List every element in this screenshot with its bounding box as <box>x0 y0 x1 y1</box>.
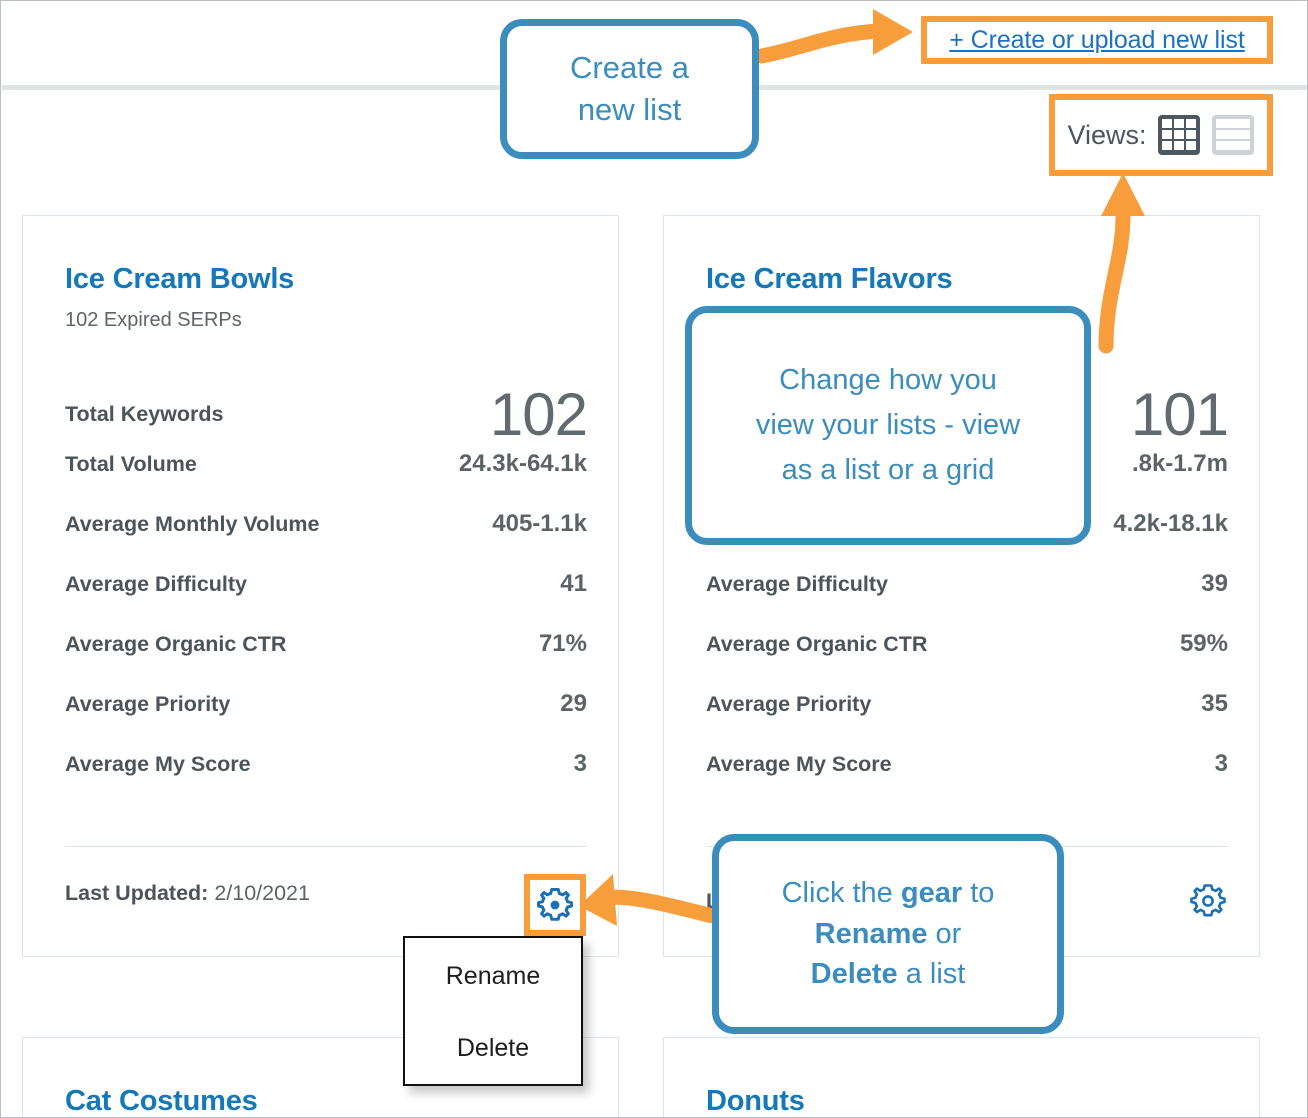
gear-context-menu[interactable]: Rename Delete <box>403 936 583 1086</box>
metric-row: Average My Score 3 <box>65 750 587 810</box>
metric-row: Average Priority 29 <box>65 690 587 750</box>
card-divider <box>65 846 587 847</box>
metric-value: 3 <box>573 750 587 777</box>
card-subtitle: 102 Expired SERPs <box>65 309 242 331</box>
gear-icon[interactable] <box>535 885 575 925</box>
metric-value: 35 <box>1201 690 1228 717</box>
metric-label: Average My Score <box>65 752 251 776</box>
metric-label: Average Difficulty <box>65 572 248 596</box>
list-card-ice-cream-bowls[interactable]: Ice Cream Bowls 102 Expired SERPs Total … <box>22 215 619 957</box>
metric-value: 3 <box>1214 750 1228 777</box>
metric-value: 71% <box>538 630 587 657</box>
metric-value: .8k-1.7m <box>1131 450 1228 477</box>
gear-icon[interactable] <box>1188 881 1228 921</box>
metric-row: Average Difficulty 41 <box>65 570 587 630</box>
card-metrics: Total Keywords 102 Total Volume 24.3k-64… <box>65 378 588 810</box>
metric-value: 29 <box>560 690 587 717</box>
list-view-icon[interactable] <box>1211 114 1255 156</box>
last-updated-label: Last Updated: <box>65 881 209 905</box>
card-title[interactable]: Cat Costumes <box>65 1085 258 1117</box>
grid-view-icon[interactable] <box>1157 114 1201 156</box>
metric-label: Average Organic CTR <box>65 632 287 656</box>
metric-value: 102 <box>489 380 588 448</box>
metric-value: 59% <box>1179 630 1228 657</box>
metric-row: Average Difficulty 39 <box>706 570 1228 630</box>
metric-value: 405-1.1k <box>492 510 587 537</box>
metric-value: 4.2k-18.1k <box>1113 510 1228 537</box>
metric-label: Average Priority <box>65 692 231 716</box>
metric-row: Total Keywords 102 <box>65 378 588 450</box>
create-new-list-highlight: + Create or upload new list <box>921 16 1273 64</box>
metric-label: Average Difficulty <box>706 572 889 596</box>
metric-row: Average My Score 3 <box>706 750 1228 810</box>
metric-value: 101 <box>1130 380 1229 448</box>
metric-value: 41 <box>560 570 587 597</box>
metric-row: Average Priority 35 <box>706 690 1228 750</box>
metric-label: Average My Score <box>706 752 892 776</box>
metric-row: Average Organic CTR 59% <box>706 630 1228 690</box>
menu-item-rename[interactable]: Rename <box>445 962 541 990</box>
views-toggle-highlight: Views: <box>1049 94 1273 176</box>
metric-label: Average Monthly Volume <box>65 512 320 536</box>
metric-label: Average Organic CTR <box>706 632 928 656</box>
views-label: Views: <box>1067 119 1147 150</box>
list-card-donuts[interactable]: Donuts 95 Expired SERPs <box>663 1037 1260 1117</box>
metric-value: 39 <box>1201 570 1228 597</box>
card-footer: Last Updated: 2/10/2021 <box>65 881 587 906</box>
gear-icon-highlight <box>524 874 586 936</box>
card-title[interactable]: Ice Cream Bowls <box>65 263 295 295</box>
last-updated: Last Updated: 2/10/2021 <box>65 881 310 906</box>
card-title[interactable]: Donuts <box>706 1085 805 1117</box>
menu-item-delete[interactable]: Delete <box>456 1034 530 1062</box>
metric-row: Total Volume 24.3k-64.1k <box>65 450 587 510</box>
create-or-upload-new-list-link[interactable]: + Create or upload new list <box>949 25 1245 54</box>
metric-value: 24.3k-64.1k <box>458 450 587 477</box>
last-updated-value: 2/10/2021 <box>214 881 310 905</box>
metric-row: Average Monthly Volume 405-1.1k <box>65 510 587 570</box>
metric-label: Total Keywords <box>65 401 224 426</box>
card-title[interactable]: Ice Cream Flavors <box>706 263 953 295</box>
metric-row: Average Organic CTR 71% <box>65 630 587 690</box>
metric-label: Total Volume <box>65 452 197 476</box>
metric-label: Average Priority <box>706 692 872 716</box>
